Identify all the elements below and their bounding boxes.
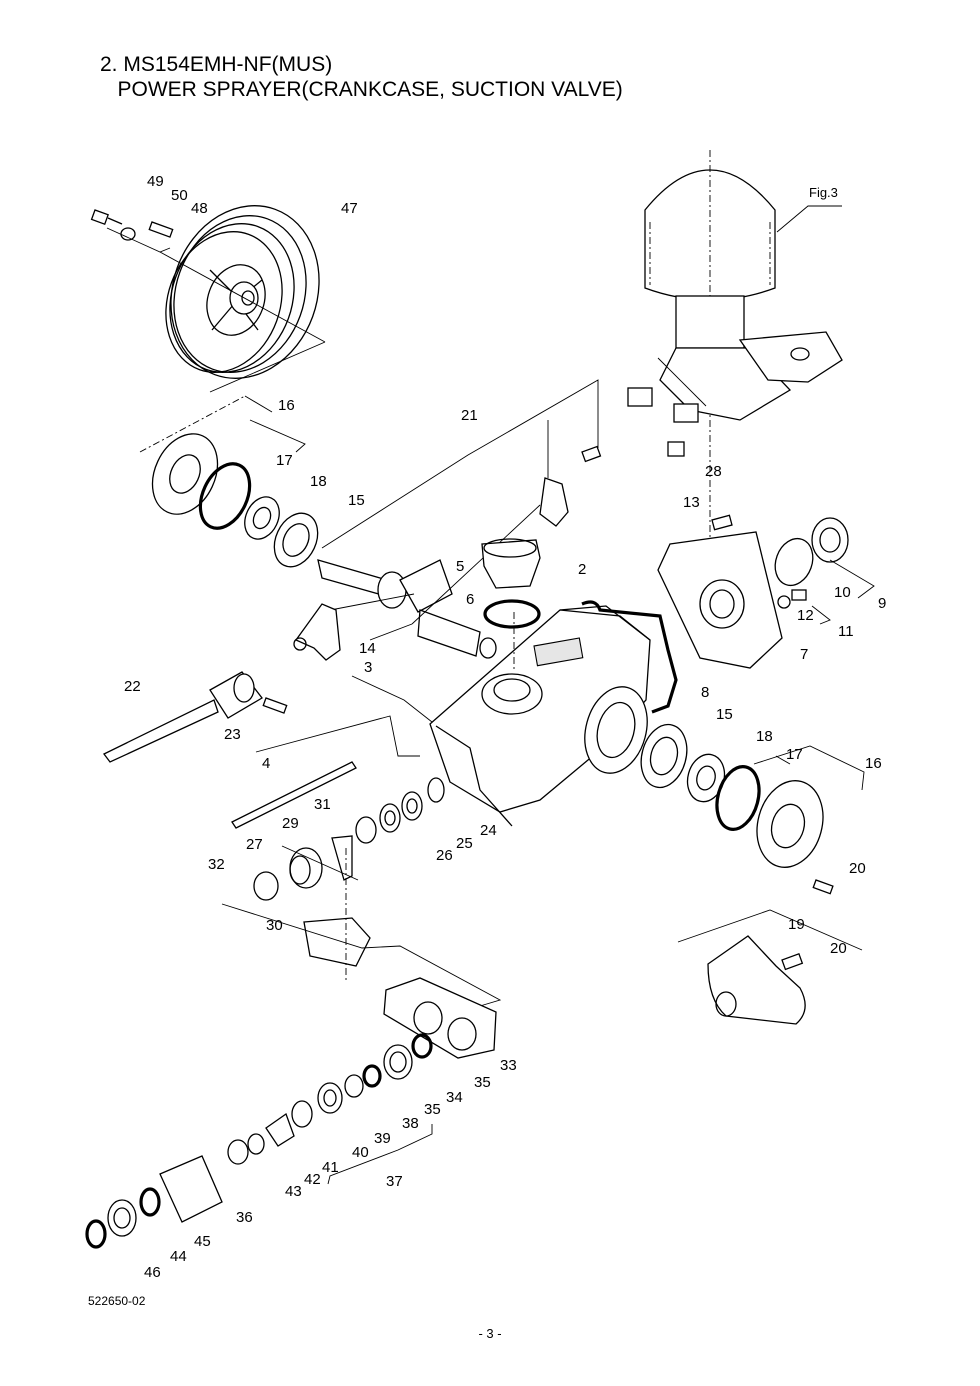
pressure-manifold-drawing bbox=[627, 150, 843, 600]
part-label: 29 bbox=[282, 815, 299, 832]
part-label: 9 bbox=[878, 595, 886, 612]
part-label: 2 bbox=[578, 561, 586, 578]
right-bearing-group-drawing bbox=[640, 723, 865, 895]
page-number: - 3 - bbox=[478, 1326, 502, 1341]
part-label: 5 bbox=[456, 558, 464, 575]
part-label: 7 bbox=[800, 646, 808, 663]
part-label: 12 bbox=[797, 607, 814, 624]
part-label: 49 bbox=[147, 173, 164, 190]
part-label: 23 bbox=[224, 726, 241, 743]
crankshaft-drawing bbox=[293, 379, 602, 661]
part-label: 3 bbox=[364, 659, 372, 676]
part-label: 16 bbox=[865, 755, 882, 772]
part-label: 35 bbox=[474, 1074, 491, 1091]
valve-cover-drawing bbox=[657, 514, 875, 669]
part-label: 18 bbox=[310, 473, 327, 490]
part-label: 38 bbox=[402, 1115, 419, 1132]
part-label: 14 bbox=[359, 640, 376, 657]
part-label: 6 bbox=[466, 591, 474, 608]
part-label: 31 bbox=[314, 796, 331, 813]
part-label: 22 bbox=[124, 678, 141, 695]
part-label: 42 bbox=[304, 1171, 321, 1188]
part-label: 45 bbox=[194, 1233, 211, 1250]
document-number: 522650-02 bbox=[88, 1294, 146, 1308]
part-label: 46 bbox=[144, 1264, 161, 1281]
part-label: 35 bbox=[424, 1101, 441, 1118]
part-label: 47 bbox=[341, 200, 358, 217]
part-label: 33 bbox=[500, 1057, 517, 1074]
part-label: 8 bbox=[701, 684, 709, 701]
part-label: 25 bbox=[456, 835, 473, 852]
part-label: 11 bbox=[838, 623, 854, 640]
part-label: 48 bbox=[191, 200, 208, 217]
part-label: 15 bbox=[348, 492, 365, 509]
crankcase-drawing bbox=[351, 600, 678, 827]
oil-cap-drawing bbox=[481, 538, 541, 629]
part-label: 17 bbox=[276, 452, 293, 469]
part-label: 39 bbox=[374, 1130, 391, 1147]
part-label: 34 bbox=[446, 1089, 463, 1106]
part-label: 17 bbox=[786, 746, 803, 763]
part-label: 18 bbox=[756, 728, 773, 745]
part-label: 28 bbox=[705, 463, 722, 480]
part-label: 16 bbox=[278, 397, 295, 414]
pulley-47-drawing bbox=[90, 205, 326, 393]
plunger-shaft-drawing bbox=[103, 671, 420, 829]
part-label: 32 bbox=[208, 856, 225, 873]
part-label: 13 bbox=[683, 494, 700, 511]
title-model: 2. MS154EMH-NF(MUS) bbox=[100, 53, 333, 76]
part-label: 43 bbox=[285, 1183, 302, 1200]
belt-cover-drawing bbox=[677, 909, 863, 1025]
part-label: 36 bbox=[236, 1209, 253, 1226]
part-label: 41 bbox=[322, 1159, 339, 1176]
part-label: 20 bbox=[849, 860, 866, 877]
seal-group-drawing bbox=[221, 777, 502, 1007]
part-label: 26 bbox=[436, 847, 453, 864]
part-labels: 49 50 48 47 16 17 18 15 21 28 13 5 6 2 1… bbox=[124, 173, 886, 1281]
page-title: 2. MS154EMH-NF(MUS) POWER SPRAYER(CRANKC… bbox=[100, 52, 623, 102]
part-label: 20 bbox=[830, 940, 847, 957]
part-label: 27 bbox=[246, 836, 263, 853]
part-label: 50 bbox=[171, 187, 188, 204]
part-label: 30 bbox=[266, 917, 283, 934]
figure-reference: Fig.3 bbox=[809, 185, 838, 200]
part-label: 19 bbox=[788, 916, 805, 933]
part-label: 40 bbox=[352, 1144, 369, 1161]
part-label: 21 bbox=[461, 407, 478, 424]
part-label: 10 bbox=[834, 584, 851, 601]
part-label: 24 bbox=[480, 822, 497, 839]
part-label: 44 bbox=[170, 1248, 187, 1265]
title-subtitle: POWER SPRAYER(CRANKCASE, SUCTION VALVE) bbox=[100, 78, 623, 101]
part-label: 15 bbox=[716, 706, 733, 723]
suction-valve-stack-drawing bbox=[85, 977, 497, 1249]
part-label: 4 bbox=[262, 755, 270, 772]
left-bearing-group-drawing bbox=[139, 395, 319, 568]
part-label: 37 bbox=[386, 1173, 403, 1190]
